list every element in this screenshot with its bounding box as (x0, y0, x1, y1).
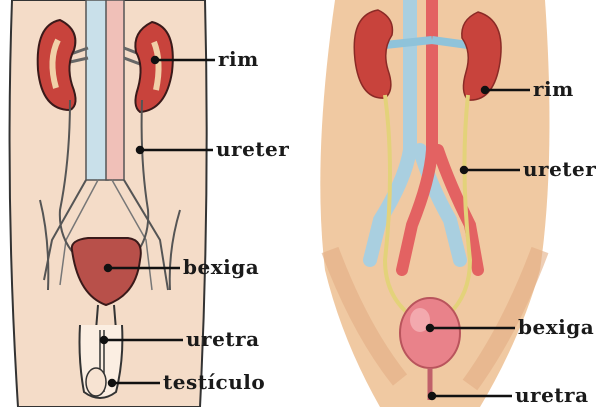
left-testicle-pointer-dot (109, 380, 115, 386)
left-urethra-pointer-dot (101, 337, 107, 343)
left-testicle (86, 368, 106, 396)
left-kidney-pointer-dot (152, 57, 158, 63)
right-kidney-label: rim (533, 79, 574, 99)
right-ureter-pointer-dot (461, 167, 467, 173)
left-bladder-pointer-dot (105, 265, 111, 271)
left-ureter-label: ureter (216, 139, 289, 159)
left-aorta (106, 0, 124, 180)
right-bladder-pointer-dot (427, 325, 433, 331)
right-urethra-pointer-dot (429, 393, 435, 399)
left-kidney-label: rim (218, 49, 259, 69)
right-bladder-label: bexiga (518, 317, 594, 337)
right-ureter-label: ureter (523, 159, 596, 179)
right-urethra-label: uretra (515, 385, 589, 405)
right-bladder (400, 298, 460, 368)
right-figure (300, 0, 608, 407)
right-kidney-pointer-dot (482, 87, 488, 93)
left-bladder-label: bexiga (183, 257, 259, 277)
left-ureter-pointer-dot (137, 147, 143, 153)
left-urethra-label: uretra (186, 329, 260, 349)
left-vena-cava (86, 0, 108, 180)
left-testicle-label: testículo (163, 372, 265, 392)
right-renal-vessels (385, 40, 468, 45)
